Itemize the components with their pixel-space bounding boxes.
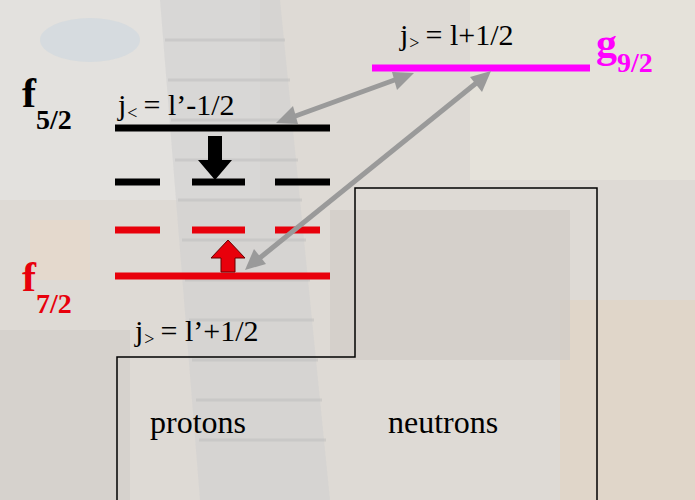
shifted-f5-2-level (115, 179, 330, 186)
tensor-interaction-arrow (276, 72, 414, 124)
orbital-name: f (22, 256, 36, 298)
orbital-name: f (22, 72, 36, 114)
orbital-subscript: 9/2 (617, 49, 653, 77)
background-patch (330, 210, 570, 360)
j-formula: = l’+1/2 (161, 316, 259, 346)
j-subscript: > (409, 34, 419, 52)
background-patch (560, 300, 695, 500)
j-formula: = l+1/2 (426, 20, 514, 50)
background-patch (30, 220, 90, 280)
tensor-interaction-arrow (245, 71, 491, 270)
orbital-subscript: 5/2 (36, 106, 72, 134)
background-patch (40, 18, 140, 62)
j-subscript: > (144, 330, 154, 348)
up-shift-arrow (211, 240, 245, 272)
background-patch (0, 330, 130, 500)
g9-2-level (372, 65, 590, 72)
j-symbol: j (135, 316, 143, 346)
orbital-subscript: 7/2 (36, 290, 72, 318)
orbital-name: g (596, 22, 617, 64)
region-label: protons (150, 406, 246, 438)
j-symbol: j (400, 20, 408, 50)
j-symbol: j (118, 90, 126, 120)
j-subscript: < (127, 104, 137, 122)
j-formula: = l’-1/2 (144, 90, 235, 120)
f7-2-level (115, 273, 330, 280)
region-label: neutrons (388, 406, 498, 438)
f5-2-level (115, 125, 330, 132)
fermi-step-outline (117, 188, 597, 500)
down-shift-arrow (198, 136, 232, 180)
